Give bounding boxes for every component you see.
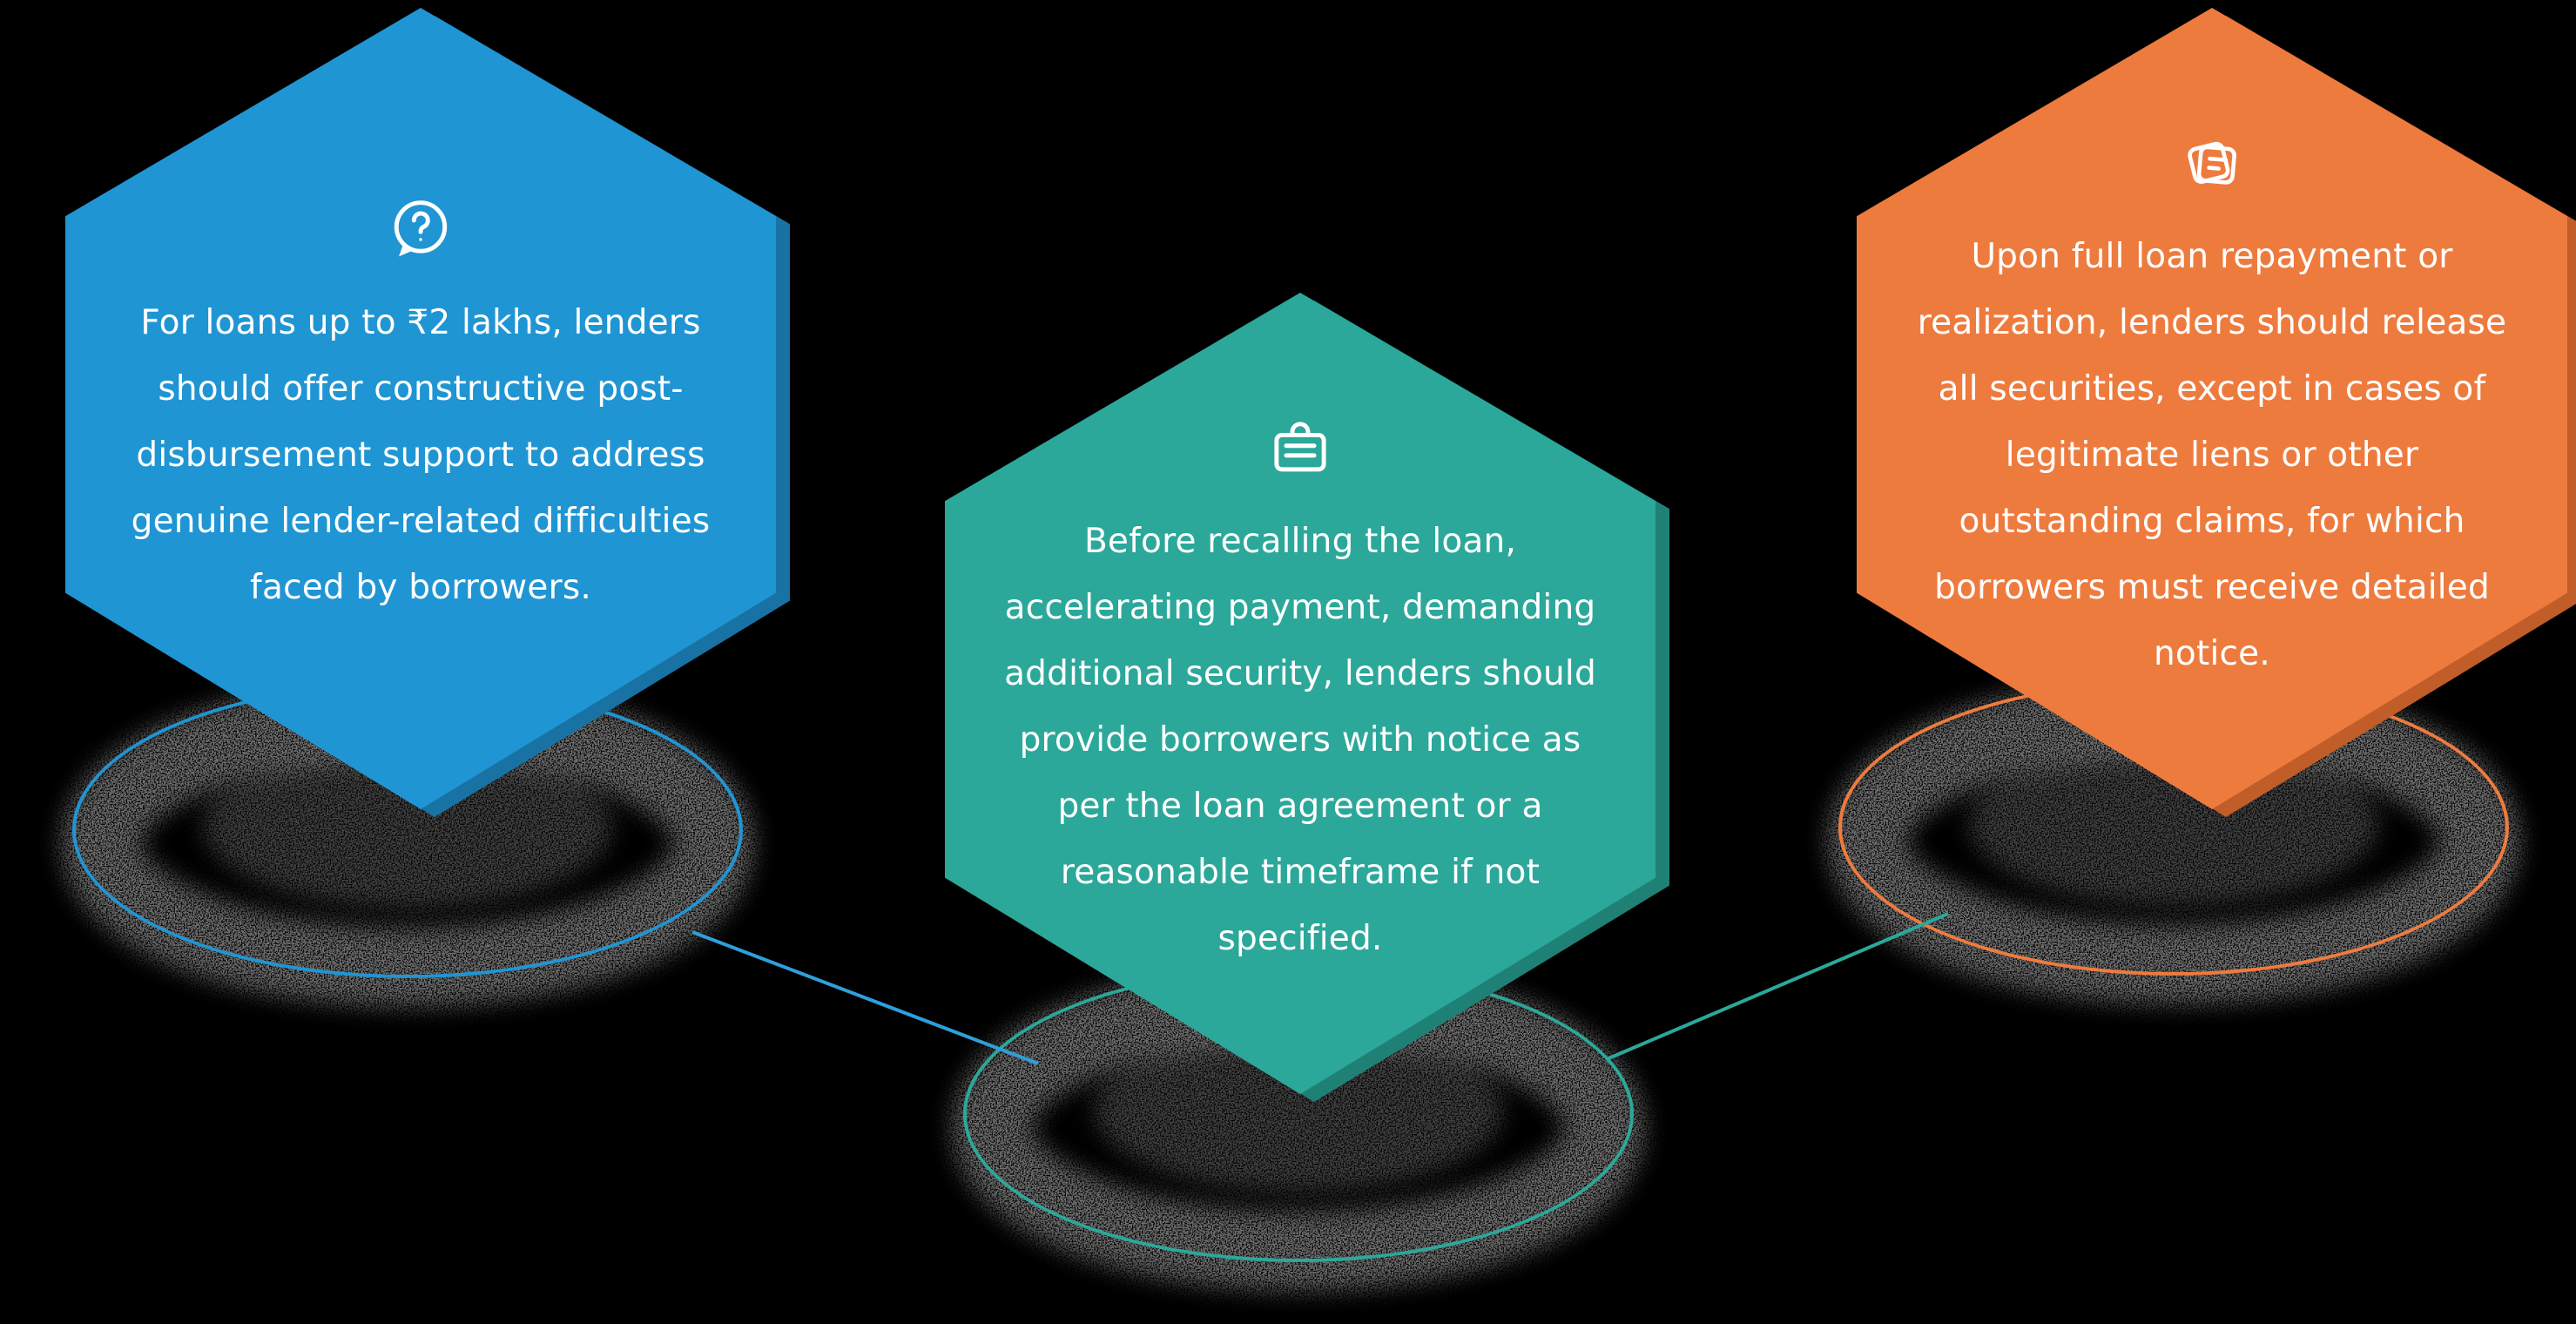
- card-text: Before recalling the loan, accelerating …: [1004, 522, 1596, 958]
- briefcase-icon: [1268, 415, 1332, 479]
- question-bubble-icon: [388, 196, 453, 260]
- hexagon-front-face: Before recalling the loan, accelerating …: [945, 293, 1656, 1094]
- hexagon-card-post-disbursement-support: For loans up to ₹2 lakhs, lenders should…: [65, 8, 790, 817]
- hexagon-card-loan-recall-notice: Before recalling the loan, accelerating …: [945, 293, 1669, 1102]
- hexagon-card-release-of-securities: Upon full loan repayment or realization,…: [1857, 8, 2576, 817]
- documents-icon: [2180, 130, 2244, 194]
- hexagon-front-face: For loans up to ₹2 lakhs, lenders should…: [65, 8, 776, 809]
- card-text: For loans up to ₹2 lakhs, lenders should…: [131, 303, 711, 607]
- hexagon-front-face: Upon full loan repayment or realization,…: [1857, 8, 2567, 809]
- card-text: Upon full loan repayment or realization,…: [1917, 237, 2507, 673]
